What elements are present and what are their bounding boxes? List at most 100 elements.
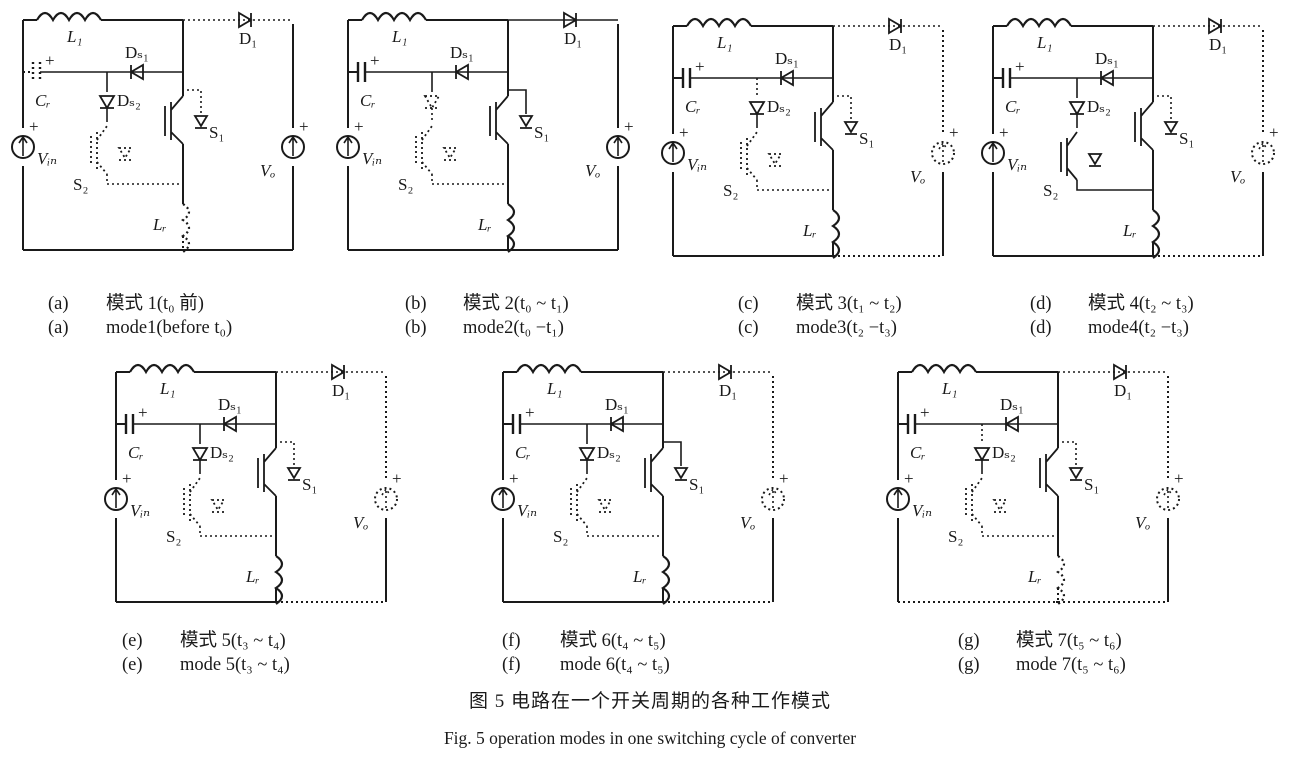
wire-mid: [981, 526, 1058, 537]
inductor-lr: [274, 555, 284, 605]
diode-ds2: [423, 95, 441, 110]
wire-s1Right: [832, 95, 852, 120]
plus-sign: +: [624, 117, 634, 136]
caption-b-cn: (b)模式 2(t₀ ~ t₁): [405, 294, 569, 314]
switch-s1: [1134, 101, 1179, 151]
wire-s1Right: [1057, 441, 1077, 466]
capacitor-cr: [31, 62, 42, 82]
label-s2: S₂: [398, 175, 413, 194]
label-l1: L₁: [941, 379, 957, 398]
label-ds1: Dₛ₁: [775, 49, 799, 68]
plus-sign: +: [679, 123, 689, 142]
inductor-lr: [181, 203, 191, 253]
source-vo: [761, 487, 785, 511]
capacitor-cr: [511, 414, 522, 434]
capacitor-cr: [356, 62, 367, 82]
diode-d1: [331, 363, 346, 381]
label-ds2: Dₛ₂: [117, 91, 141, 110]
wire-mid: [199, 526, 276, 537]
label-l1: L₁: [391, 27, 407, 46]
caption-g-cn: (g)模式 7(t₅ ~ t₆): [958, 631, 1122, 651]
inductor-l1: [1006, 17, 1072, 29]
diode-ds1: [609, 415, 624, 433]
plus-sign: +: [299, 117, 309, 136]
switch-s1: [1039, 447, 1084, 497]
label-lr: Lᵣ: [802, 221, 817, 240]
inductor-l1: [36, 11, 102, 23]
plus-sign: +: [122, 469, 132, 488]
plus-sign: +: [779, 469, 789, 488]
plus-sign: +: [949, 123, 959, 142]
inductor-lr: [1056, 555, 1066, 605]
label-s2: S₂: [73, 175, 88, 194]
wire-mid: [106, 174, 183, 185]
diode-d1: [718, 363, 733, 381]
label-lr: Lᵣ: [152, 215, 167, 234]
label-ds2: Dₛ₂: [597, 443, 621, 462]
source-vo: [374, 487, 398, 511]
label-cr: Cᵣ: [1005, 97, 1021, 116]
diode-d1: [888, 17, 903, 35]
label-s1: S₁: [1179, 129, 1194, 148]
plus-sign: +: [392, 469, 402, 488]
label-ds2: Dₛ₂: [1087, 97, 1111, 116]
label-cr: Cᵣ: [35, 91, 51, 110]
label-vo: Vₒ: [1135, 513, 1150, 532]
diode-ds1: [779, 69, 794, 87]
inductor-l1: [361, 11, 427, 23]
switch-s2: [90, 125, 133, 175]
caption-g-en: (g)mode 7(t₅ ~ t₆): [958, 655, 1126, 675]
diode-d1: [238, 11, 253, 29]
wire-s1Right: [507, 89, 527, 114]
plus-sign: +: [509, 469, 519, 488]
caption-f-en: (f)mode 6(t₄ ~ t₅): [502, 655, 670, 675]
inductor-l1: [686, 17, 752, 29]
label-vin: Vᵢₙ: [517, 501, 537, 520]
label-vo: Vₒ: [353, 513, 368, 532]
label-s1: S₁: [534, 123, 549, 142]
label-s1: S₁: [1084, 475, 1099, 494]
diode-ds1: [129, 63, 144, 81]
label-s1: S₁: [302, 475, 317, 494]
capacitor-cr: [681, 68, 692, 88]
label-d1: D₁: [719, 381, 737, 400]
label-s2: S₂: [948, 527, 963, 546]
label-cr: Cᵣ: [910, 443, 926, 462]
caption-a-cn: (a)模式 1(t₀ 前): [48, 294, 204, 314]
caption-b-en: (b)mode2(t₀ −t₁): [405, 318, 564, 338]
plus-sign: +: [354, 117, 364, 136]
switch-s1: [257, 447, 302, 497]
inductor-l1: [129, 363, 195, 375]
caption-e-en: (e)mode 5(t₃ ~ t₄): [122, 655, 290, 675]
diode-d1: [1208, 17, 1223, 35]
caption-a-en: (a)mode1(before t₀): [48, 318, 233, 338]
label-vin: Vᵢₙ: [912, 501, 932, 520]
inductor-l1: [516, 363, 582, 375]
label-ds1: Dₛ₁: [605, 395, 629, 414]
label-s2: S₂: [1043, 181, 1058, 200]
switch-s2: [415, 125, 458, 175]
plus-sign: +: [45, 51, 55, 70]
label-vin: Vᵢₙ: [1007, 155, 1027, 174]
switch-s1: [489, 95, 534, 145]
figure-title-cn: 图 5 电路在一个开关周期的各种工作模式: [468, 691, 831, 712]
label-ds1: Dₛ₁: [125, 43, 149, 62]
label-d1: D₁: [1114, 381, 1132, 400]
plus-sign: +: [904, 469, 914, 488]
figure-title-en: Fig. 5 operation modes in one switching …: [443, 728, 857, 748]
wire-mid: [586, 526, 663, 537]
inductor-l1: [911, 363, 977, 375]
capacitor-cr: [1001, 68, 1012, 88]
label-lr: Lᵣ: [1122, 221, 1137, 240]
label-l1: L₁: [159, 379, 175, 398]
label-ds2: Dₛ₂: [992, 443, 1016, 462]
switch-s1: [644, 447, 689, 497]
